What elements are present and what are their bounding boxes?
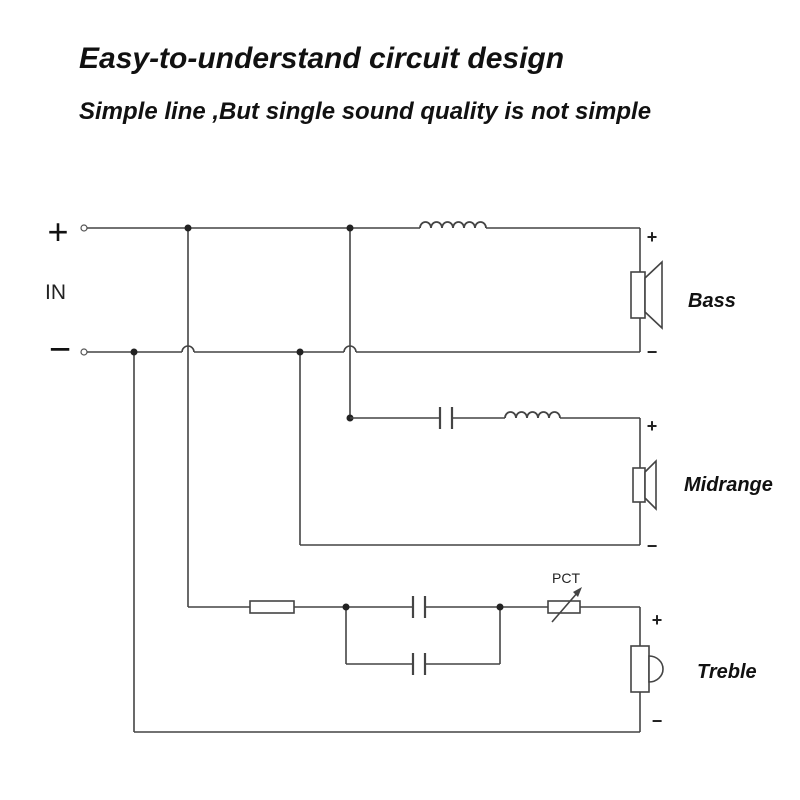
bass-inductor <box>419 221 487 229</box>
junction-node <box>342 603 350 611</box>
midrange-plus-symbol: + <box>647 416 658 436</box>
pct-label: PCT <box>552 570 580 586</box>
input-minus-terminal <box>80 348 88 356</box>
pct-thermistor <box>547 587 582 623</box>
junction-node <box>346 224 354 232</box>
treble-resistor <box>249 600 295 614</box>
junction-node <box>130 348 138 356</box>
bass-minus-symbol: − <box>647 342 658 362</box>
midrange-inductor <box>504 411 561 419</box>
treble-label: Treble <box>697 661 757 683</box>
treble-plus-symbol: + <box>652 610 663 630</box>
bass-speaker <box>630 228 663 352</box>
midrange-negative-return <box>299 352 640 546</box>
midrange-label: Midrange <box>684 474 773 496</box>
midrange-capacitor <box>438 407 454 429</box>
junction-node <box>496 603 504 611</box>
negative-rail <box>87 345 640 353</box>
input-plus-terminal <box>80 224 88 232</box>
treble-minus-symbol: − <box>652 711 663 731</box>
treble-branch-wire <box>188 606 640 665</box>
treble-negative-return <box>133 352 640 733</box>
page-title: Easy-to-understand circuit design <box>79 42 565 75</box>
input-label: IN <box>45 281 66 304</box>
bass-plus-symbol: + <box>647 227 658 247</box>
junction-node <box>184 224 192 232</box>
midrange-minus-symbol: − <box>647 536 658 556</box>
page-subtitle: Simple line ,But single sound quality is… <box>79 98 652 125</box>
treble-speaker <box>630 607 664 732</box>
treble-capacitor-2 <box>411 653 427 675</box>
input-minus-symbol: − <box>49 329 71 371</box>
junction-node <box>296 348 304 356</box>
input-plus-symbol: + <box>47 211 68 252</box>
treble-capacitor-1 <box>411 596 427 618</box>
bass-label: Bass <box>688 290 736 312</box>
midrange-speaker <box>632 418 657 545</box>
